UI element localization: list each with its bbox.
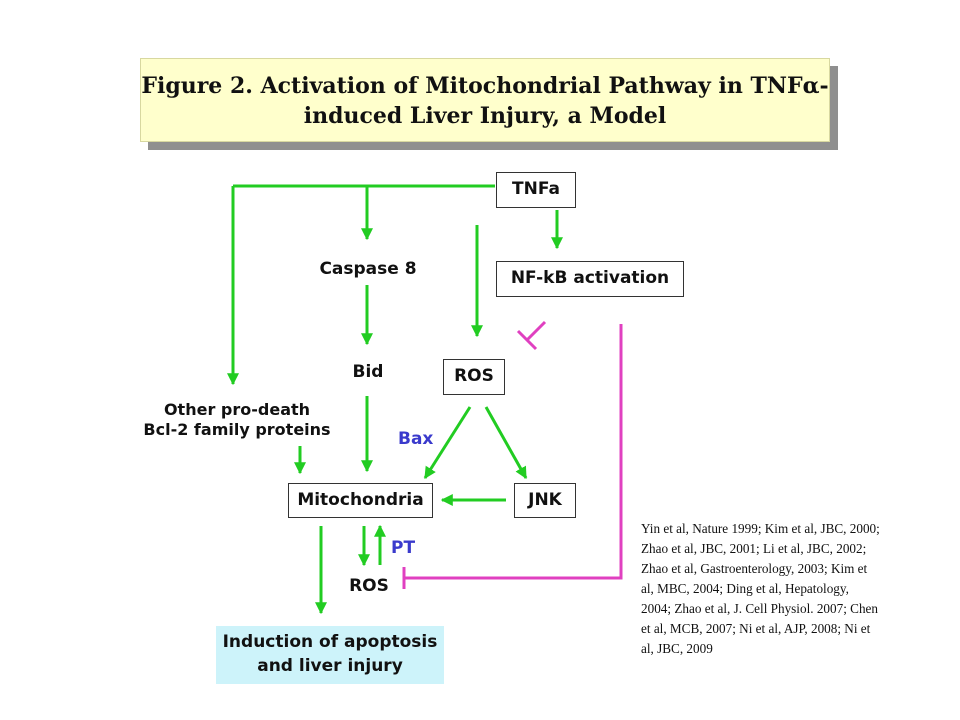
apoptosis-node: Induction of apoptosis and liver injury	[216, 626, 444, 684]
inhibit-nfkb-ros-bottom	[404, 324, 623, 580]
bax-label: Bax	[398, 429, 434, 449]
pt-label: PT	[391, 538, 416, 558]
nfkb-activation-node: NF-kB activation	[496, 261, 684, 297]
edge-ros-to-mito	[423, 406, 472, 480]
other-prodeath-line2: Bcl-2 family proteins	[143, 420, 331, 439]
figure-title: Figure 2. Activation of Mitochondrial Pa…	[140, 58, 830, 142]
inhibit-nfkb-ros	[525, 320, 547, 342]
mitochondria-node: Mitochondria	[288, 483, 433, 518]
references-text: Yin et al, Nature 1999; Kim et al, JBC, …	[641, 521, 880, 656]
other-prodeath-node: Other pro-death Bcl-2 family proteins	[142, 400, 332, 440]
tnfa-node: TNFa	[496, 172, 576, 208]
figure-title-line2: induced Liver Injury, a Model	[303, 103, 667, 129]
caspase8-node: Caspase 8	[319, 259, 417, 279]
jnk-node: JNK	[514, 483, 576, 518]
bid-node: Bid	[352, 362, 384, 382]
ros-top-node: ROS	[443, 359, 505, 395]
ros-bottom-node: ROS	[349, 576, 389, 596]
figure-title-line1: Figure 2. Activation of Mitochondrial Pa…	[141, 73, 829, 99]
other-prodeath-line1: Other pro-death	[163, 400, 311, 419]
edge-ros-to-jnk	[484, 406, 528, 480]
apoptosis-line2: and liver injury	[257, 656, 403, 676]
inhibit-nfkb-ros-bar	[516, 329, 538, 351]
apoptosis-line1: Induction of apoptosis	[222, 632, 438, 652]
